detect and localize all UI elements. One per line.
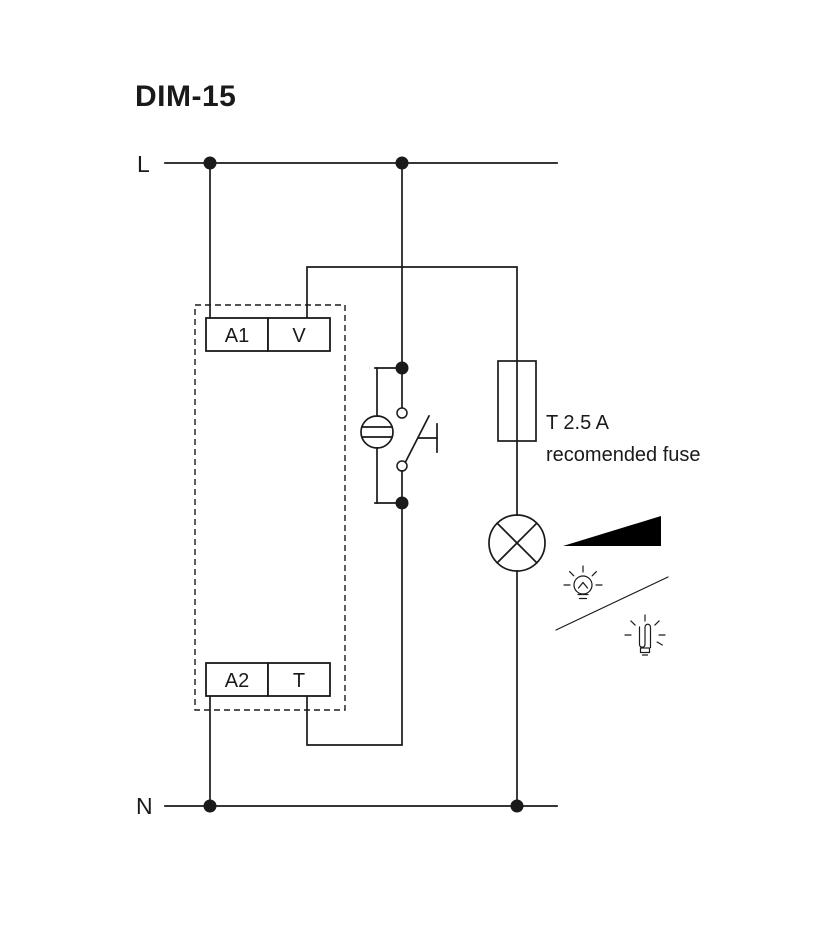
junction-dot xyxy=(510,799,524,813)
incandescent-bulb-icon xyxy=(563,565,603,600)
wire-t-to-pushbutton xyxy=(306,502,403,746)
fuse-icon xyxy=(497,360,537,442)
diagram-title: DIM-15 xyxy=(135,80,236,113)
wire-v-to-fuse-and-lamp xyxy=(306,266,518,516)
neutral-label: N xyxy=(136,793,153,819)
terminal-a2-label: A2 xyxy=(225,670,249,692)
terminal-a1-box xyxy=(205,317,269,352)
lamp-load-icon xyxy=(488,514,546,572)
fuse-rating-text: T 2.5 A xyxy=(546,412,610,434)
neon-lamp-icon xyxy=(360,415,394,449)
device-outline xyxy=(194,304,346,711)
contact-terminal-top xyxy=(396,407,408,419)
terminal-a1-label: A1 xyxy=(225,325,249,347)
junction-dot xyxy=(395,361,409,375)
dimmer-ramp-icon xyxy=(563,516,661,546)
contact-terminal-bottom xyxy=(396,460,408,472)
terminal-t-label: T xyxy=(293,670,305,692)
junction-dot xyxy=(203,156,217,170)
contact-blade xyxy=(404,414,431,463)
live-label: L xyxy=(137,151,150,177)
cfl-lamp-icon xyxy=(624,614,666,656)
terminal-v-label: V xyxy=(292,325,306,347)
junction-dot xyxy=(203,799,217,813)
terminal-t-box xyxy=(267,662,331,697)
load-type-divider xyxy=(555,576,669,631)
illuminated-pushbutton xyxy=(360,367,438,504)
junction-dot xyxy=(395,156,409,170)
terminal-v-box xyxy=(267,317,331,352)
junction-dot xyxy=(395,496,409,510)
fuse-note-text: recomended fuse xyxy=(546,444,701,466)
